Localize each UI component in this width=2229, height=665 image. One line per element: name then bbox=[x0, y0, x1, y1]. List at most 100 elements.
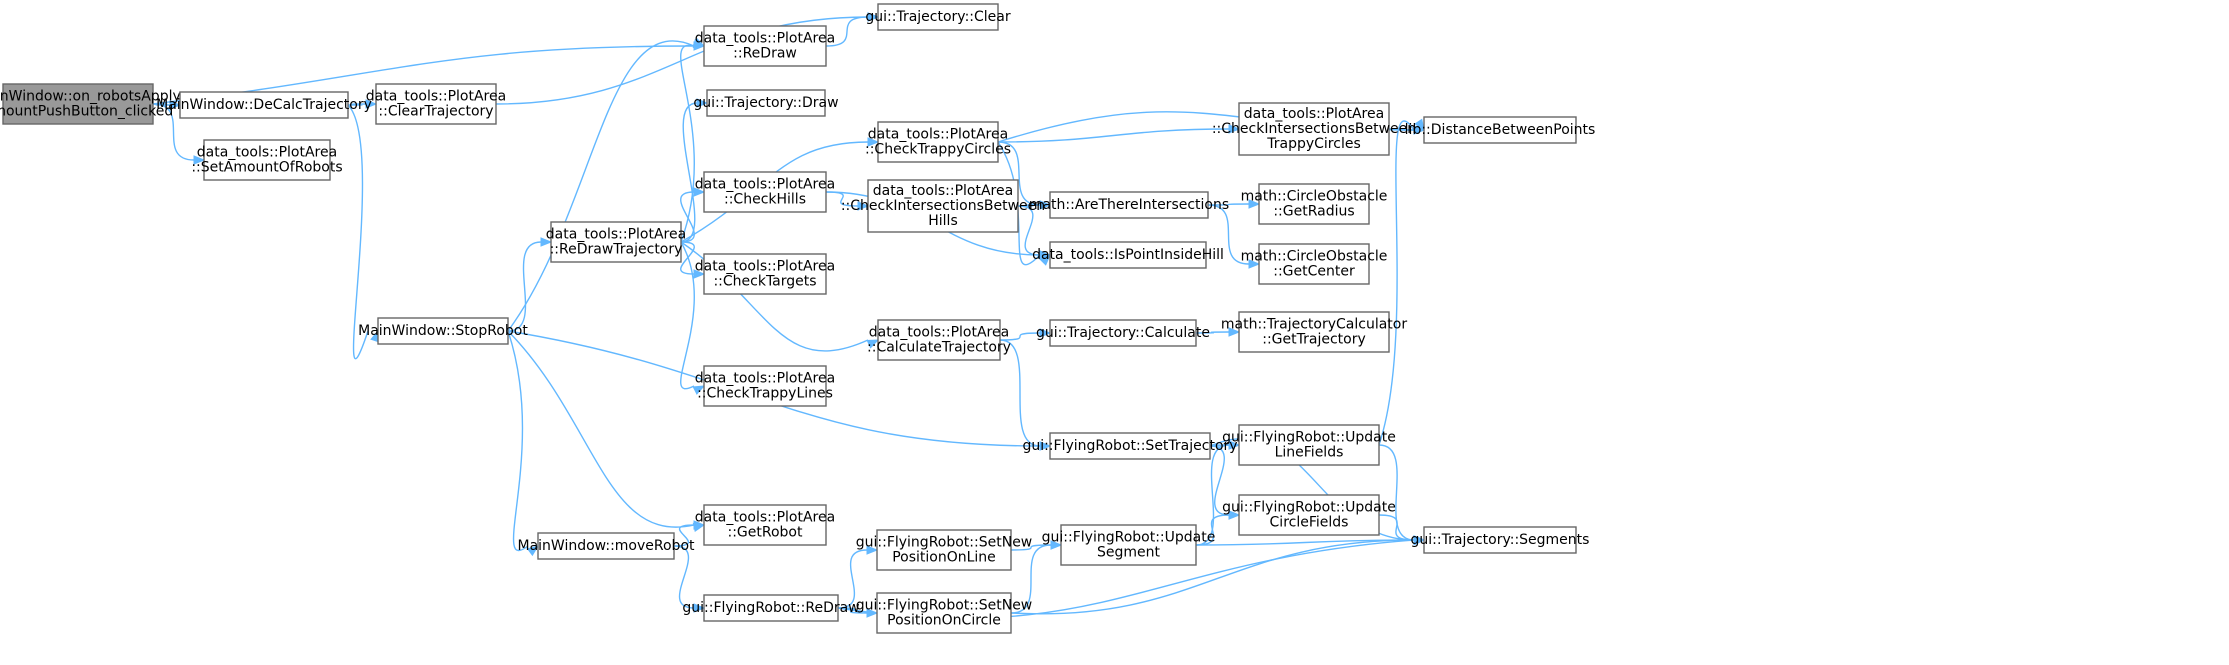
arrowhead-icon bbox=[693, 269, 706, 279]
node-box bbox=[1060, 524, 1197, 566]
function-node[interactable]: gui::Trajectory::Calculate bbox=[1036, 319, 1210, 347]
function-node[interactable]: math::TrajectoryCalculator::GetTrajector… bbox=[1221, 311, 1407, 353]
arrowhead-icon bbox=[693, 187, 706, 197]
edge-line bbox=[1195, 539, 1415, 546]
edge-line bbox=[507, 330, 529, 552]
edge-line bbox=[825, 16, 869, 47]
node-label: ::CheckIntersectionsBetween bbox=[841, 198, 1045, 214]
function-node[interactable]: gui::Trajectory::Segments bbox=[1411, 526, 1590, 554]
function-node[interactable]: math::CircleObstacle::GetCenter bbox=[1241, 243, 1388, 285]
node-label: data_tools::PlotArea bbox=[197, 145, 337, 161]
node-box bbox=[537, 532, 675, 560]
function-node[interactable]: gui::Trajectory::Clear bbox=[865, 3, 1011, 31]
arrowhead-icon bbox=[540, 237, 553, 247]
node-label: ::ReDrawTrajectory bbox=[550, 242, 683, 258]
function-node[interactable]: data_tools::PlotArea::CheckIntersections… bbox=[1212, 102, 1416, 156]
node-label: ::GetRadius bbox=[1273, 204, 1354, 220]
node-box bbox=[867, 179, 1019, 233]
function-node[interactable]: data_tools::PlotArea::GetRobot bbox=[695, 504, 835, 546]
node-label: data_tools::PlotArea bbox=[695, 371, 835, 387]
node-label: ::CheckTrappyCircles bbox=[865, 142, 1011, 158]
node-label: gui::FlyingRobot::Update bbox=[1222, 500, 1396, 516]
arrowhead-icon bbox=[365, 99, 378, 109]
edge-line bbox=[152, 103, 195, 161]
node-label: math::CircleObstacle bbox=[1241, 189, 1388, 205]
node-label: data_tools::PlotArea bbox=[868, 127, 1008, 143]
node-label: math::TrajectoryCalculator bbox=[1221, 317, 1407, 333]
function-node[interactable]: data_tools::PlotArea::CheckTrappyCircles bbox=[865, 121, 1011, 163]
function-node[interactable]: MainWindow::DeCalcTrajectory bbox=[156, 91, 372, 119]
call-edge bbox=[507, 330, 706, 532]
node-box bbox=[703, 25, 827, 67]
function-node[interactable]: lib::DistanceBetweenPoints bbox=[1405, 116, 1596, 144]
root-function-node[interactable]: MainWindow::on_robotsApplyAmountPushButt… bbox=[0, 83, 181, 125]
function-node[interactable]: data_tools::PlotArea::CalculateTrajector… bbox=[867, 319, 1011, 361]
function-node[interactable]: data_tools::IsPointInsideHill bbox=[1032, 241, 1224, 269]
edge-line bbox=[1378, 514, 1415, 541]
call-edge bbox=[1207, 199, 1261, 209]
call-edge bbox=[680, 241, 706, 395]
arrowhead-icon bbox=[1039, 441, 1052, 451]
node-label: data_tools::PlotArea bbox=[366, 89, 506, 105]
node-label: math::CircleObstacle bbox=[1241, 249, 1388, 265]
function-node[interactable]: data_tools::PlotArea::CheckTrappyLines bbox=[695, 365, 835, 407]
function-node[interactable]: data_tools::PlotArea::SetAmountOfRobots bbox=[191, 139, 343, 181]
node-label: data_tools::PlotArea bbox=[695, 177, 835, 193]
node-label: gui::FlyingRobot::ReDraw bbox=[682, 600, 859, 616]
arrowhead-icon bbox=[1228, 510, 1241, 520]
function-node[interactable]: data_tools::PlotArea::ReDrawTrajectory bbox=[546, 221, 686, 263]
call-edge bbox=[347, 99, 378, 109]
node-box bbox=[1238, 494, 1380, 536]
function-node[interactable]: math::CircleObstacle::GetRadius bbox=[1241, 183, 1388, 225]
arrowhead-icon bbox=[1228, 124, 1241, 134]
node-label: MainWindow::moveRobot bbox=[518, 538, 696, 554]
arrowhead-icon bbox=[867, 137, 880, 147]
call-edge bbox=[673, 545, 706, 613]
call-edge bbox=[1378, 118, 1425, 446]
function-node[interactable]: data_tools::PlotArea::ReDraw bbox=[695, 25, 835, 67]
node-box bbox=[377, 317, 509, 345]
call-edge bbox=[1010, 540, 1063, 614]
node-box bbox=[550, 221, 682, 263]
function-node[interactable]: math::AreThereIntersections bbox=[1029, 191, 1229, 219]
edge-line bbox=[507, 40, 695, 332]
arrowhead-icon bbox=[693, 603, 706, 613]
function-node[interactable]: gui::FlyingRobot::ReDraw bbox=[682, 594, 860, 622]
edge-line bbox=[1195, 514, 1230, 546]
edge-line bbox=[1195, 331, 1230, 334]
arrowhead-icon bbox=[1039, 328, 1052, 338]
function-node[interactable]: data_tools::PlotArea::CheckTargets bbox=[695, 253, 835, 295]
function-node[interactable]: MainWindow::StopRobot bbox=[358, 317, 528, 345]
call-edge bbox=[1195, 510, 1241, 546]
arrowhead-icon bbox=[692, 38, 706, 49]
function-node[interactable]: data_tools::PlotArea::ClearTrajectory bbox=[366, 83, 506, 125]
edge-line bbox=[1017, 205, 1041, 256]
function-node[interactable]: MainWindow::moveRobot bbox=[518, 532, 696, 560]
function-node[interactable]: gui::Trajectory::Draw bbox=[693, 89, 839, 117]
node-box bbox=[703, 253, 827, 295]
function-node[interactable]: data_tools::PlotArea::CheckIntersections… bbox=[841, 179, 1045, 233]
node-label: ::CheckIntersectionsBetween bbox=[1212, 121, 1416, 137]
call-edge bbox=[507, 237, 553, 332]
arrowhead-icon bbox=[1228, 327, 1241, 337]
arrowhead-icon bbox=[1050, 540, 1063, 550]
node-box bbox=[1049, 191, 1209, 219]
node-box bbox=[1423, 526, 1577, 554]
call-edge bbox=[999, 328, 1052, 341]
call-edge bbox=[1195, 327, 1241, 337]
node-label: gui::FlyingRobot::Update bbox=[1222, 430, 1396, 446]
node-box bbox=[703, 171, 827, 213]
call-edge bbox=[1378, 444, 1426, 545]
call-edge bbox=[999, 339, 1052, 451]
function-node[interactable]: gui::FlyingRobot::SetTrajectory bbox=[1022, 432, 1238, 460]
edge-line bbox=[1207, 203, 1250, 206]
function-node[interactable]: data_tools::PlotArea::CheckHills bbox=[695, 171, 835, 213]
edge-line bbox=[680, 191, 695, 243]
node-label: MainWindow::DeCalcTrajectory bbox=[156, 97, 372, 113]
edge-line bbox=[1378, 444, 1415, 541]
